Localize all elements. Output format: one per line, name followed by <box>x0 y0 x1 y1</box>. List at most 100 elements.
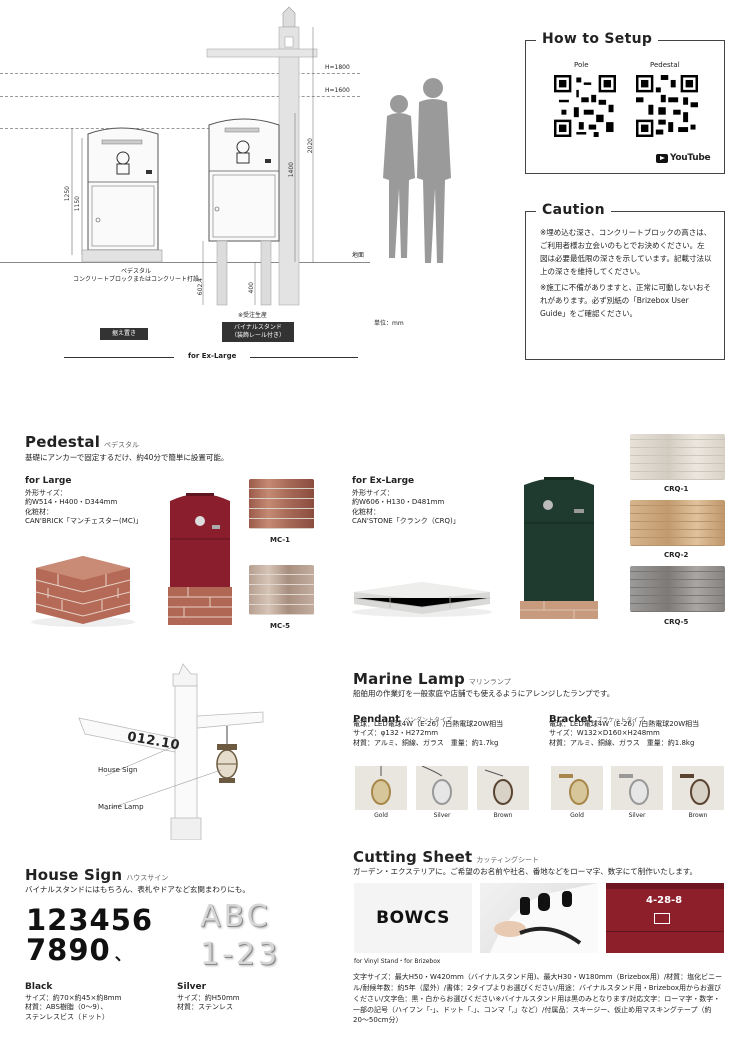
bracket-title: Bracket <box>549 714 593 725</box>
crq1-swatch <box>630 434 725 480</box>
for-xl-label: for Ex-Large <box>188 352 237 360</box>
installation-diagram: H=1800 H=1600 地面 1250 1150 ペデスタル コンクリートブ… <box>0 0 520 370</box>
for-xl-line-left <box>64 357 174 358</box>
pedestal-qr-code[interactable] <box>636 75 698 137</box>
cutting-sample-text: BOWCS <box>376 908 450 928</box>
large-mailbox-drawing <box>71 127 163 263</box>
crq1-label: CRQ-1 <box>664 485 689 493</box>
marine-lamp-desc: 船舶用の作業灯を一般家庭や店舗でも使えるようにアレンジしたランプです。 <box>353 689 615 698</box>
silver-letters: ABC 1-23 <box>200 898 280 974</box>
black-digits-row1: 123456 <box>26 903 154 937</box>
caution-text-1: ※埋め込む深さ、コンクリートブロックの高さは、ご利用者様お立会いのもとでお決めく… <box>540 228 712 277</box>
bracket-title-jp: ブラケットタイプ <box>596 717 645 724</box>
black-specs: サイズ：約70×約45×約8mm 材質：ABS樹脂（0〜9）、 ステンレスビス（… <box>25 994 122 1021</box>
how-to-setup-title: How to Setup <box>536 31 659 47</box>
vinyl-stand-label: バイナルスタンド （装飾レール付き） <box>222 322 294 342</box>
dim-400: 400 <box>248 282 255 294</box>
caution-text-2: ※施工に不備がありますと、正常に可動しないおそれがあります。必ず別紙の「Briz… <box>540 282 711 318</box>
silver-title: Silver <box>177 982 207 992</box>
pedestal-desc: 基礎にアンカーで固定するだけ、約40分で簡単に設置可能。 <box>25 453 229 462</box>
how-to-setup-box: Pole Pedestal <box>525 40 725 174</box>
bracket-silver-thumb <box>611 766 663 810</box>
height-line-1800 <box>0 73 360 74</box>
crq5-label: CRQ-5 <box>664 618 689 626</box>
cutting-sheet-title-jp: カッティングシート <box>476 856 540 864</box>
mc5-label: MC-5 <box>270 622 291 630</box>
bracket-gold-thumb <box>551 766 603 810</box>
pedestal-note: ペデスタル コンクリートブロックまたはコンクリート打設 <box>72 268 199 283</box>
silver-specs: サイズ：約H50mm 材質：ステンレス <box>177 994 240 1012</box>
bracket-brown-thumb <box>672 766 724 810</box>
youtube-icon <box>656 153 668 163</box>
pendant-title-jp: ペンダントタイプ <box>404 717 453 724</box>
mc5-swatch <box>249 565 314 615</box>
cutting-specs: 文字サイズ：最大H50・W420mm（バイナルスタンド用)、最大H30・W180… <box>353 973 723 1025</box>
ground-label: 地面 <box>352 252 365 259</box>
place-label: 据え置き <box>100 328 149 340</box>
bracket-brown-label: Brown <box>688 812 708 819</box>
caution-title: Caution <box>536 202 611 218</box>
dim-1150: 1150 <box>74 196 81 212</box>
pendant-specs: 電球：LED電球4W（E-26）/白熱電球20W相当 サイズ：φ132・H272… <box>353 720 504 747</box>
pedestal-title: Pedestal <box>25 433 101 451</box>
marine-lamp-title-jp: マリンランプ <box>468 678 511 686</box>
house-sign-desc: バイナルスタンドにはもちろん、表札やドアなど玄関まわりにも。 <box>25 885 250 894</box>
stone-pedestal-image <box>352 582 492 617</box>
pendant-gold-thumb <box>355 766 407 810</box>
bracket-gold-label: Gold <box>570 812 584 819</box>
dim-1250: 1250 <box>64 186 71 202</box>
house-sign-title-jp: ハウスサイン <box>126 874 169 882</box>
height-line-1600 <box>0 96 360 97</box>
pendant-brown-label: Brown <box>493 812 513 819</box>
pendant-title: Pendant <box>353 714 401 725</box>
pedestal-large-specs: 外形サイズ： 約W514・H400・D344mm 化粧材： CAN'BRICK「… <box>25 489 143 526</box>
brick-pedestal-image <box>31 556 135 627</box>
order-note: ※受注生産 <box>238 312 268 319</box>
pedestal-xl-specs: 外形サイズ： 約W606・H130・D481mm 化粧材： CAN'STONE「… <box>352 489 460 526</box>
youtube-link[interactable]: YouTube <box>656 153 711 163</box>
cutting-apply-image <box>480 883 598 953</box>
pendant-brown-thumb <box>477 766 529 810</box>
unit-label: 単位：mm <box>374 320 404 327</box>
marine-lamp-title: Marine Lamp <box>353 670 465 688</box>
pole-qr-code[interactable] <box>554 75 616 137</box>
house-sign-callout: House Sign <box>98 766 138 774</box>
pendant-silver-label: Silver <box>433 812 451 819</box>
cutting-sheet-desc: ガーデン・エクステリアに。ご希望のお名前や社名、番地などをローマ字、数字にて制作… <box>353 867 698 876</box>
mailbox-number: 4-28-8 <box>646 895 683 906</box>
pole-mailbox-drawing <box>202 6 318 306</box>
black-digits-row2: 7890 <box>26 933 111 967</box>
ground-line <box>0 262 370 263</box>
black-title: Black <box>25 982 53 992</box>
h1800-label: H=1800 <box>325 64 350 71</box>
cutting-sheet-title: Cutting Sheet <box>353 848 473 866</box>
pedestal-title-jp: ペデスタル <box>104 441 140 449</box>
green-mailbox-image <box>520 477 598 619</box>
mail-envelope-icon <box>654 913 670 924</box>
dim-602: 602.4 <box>197 278 204 296</box>
cutting-sample-image: BOWCS <box>354 883 472 953</box>
dim-1400: 1400 <box>288 162 295 178</box>
crq2-swatch <box>630 500 725 546</box>
house-sign-title: House Sign <box>25 866 123 884</box>
mc1-swatch <box>249 479 314 529</box>
cutting-for-text: for Vinyl Stand・for Brizebox <box>354 958 441 965</box>
bracket-silver-label: Silver <box>628 812 646 819</box>
crq2-label: CRQ-2 <box>664 551 689 559</box>
bracket-specs: 電球：LED電球4W（E-26）/白熱電球20W相当 サイズ：W132×D160… <box>549 720 700 747</box>
marine-lamp-callout: Marine Lamp <box>98 803 144 811</box>
pendant-silver-thumb <box>416 765 468 810</box>
caution-box: ※埋め込む深さ、コンクリートブロックの高さは、ご利用者様お立会いのもとでお決めく… <box>525 211 725 360</box>
silver-letters-row2: 1-23 <box>200 937 281 972</box>
dim-2020: 2020 <box>307 138 314 154</box>
cutting-mailbox-image: 4-28-8 <box>606 883 724 953</box>
black-digits: 123456 7890、 <box>26 905 153 970</box>
silver-letters-row1: ABC <box>200 899 271 934</box>
h1600-label: H=1600 <box>325 87 350 94</box>
pedestal-xl-title: for Ex-Large <box>352 476 415 486</box>
